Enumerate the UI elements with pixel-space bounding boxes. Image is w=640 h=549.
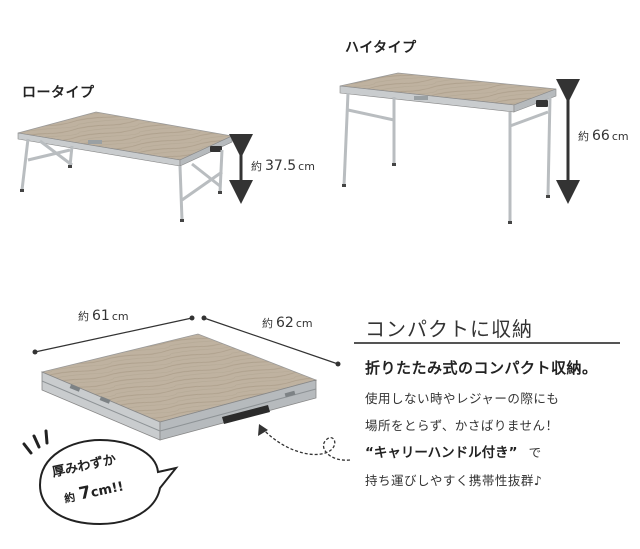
low-height-unit: cm: [298, 160, 315, 173]
carry-handle-highlight: “キャリーハンドル付き”: [365, 445, 518, 461]
high-table-illustration: [339, 72, 557, 224]
section-title-underline: [354, 342, 620, 344]
compact-line3: “キャリーハンドル付き” で: [365, 441, 542, 461]
high-height-prefix: 約: [578, 130, 589, 143]
low-height-value: 37.5: [265, 158, 297, 174]
high-type-label: ハイタイプ: [345, 40, 417, 56]
compact-line2: 場所をとらず、かさばりません！: [365, 418, 559, 433]
folded-table-illustration: [32, 315, 341, 441]
folded-depth-unit: cm: [295, 317, 313, 330]
folded-width-prefix: 約: [78, 310, 89, 323]
folded-width-unit: cm: [111, 310, 129, 323]
folded-depth-prefix: 約: [262, 317, 273, 330]
compact-headline: 折りたたみ式のコンパクト収納。: [365, 359, 598, 377]
compact-section-title: コンパクトに収納: [365, 317, 533, 341]
low-type-label: ロータイプ: [22, 85, 95, 101]
compact-line4: 持ち運びしやすく携帯性抜群♪: [365, 473, 543, 488]
low-height-prefix: 約: [251, 160, 262, 173]
folded-width-value: 61: [92, 308, 110, 324]
thickness-bubble: [38, 438, 179, 526]
bubble-prefix: 約: [63, 490, 77, 506]
low-table-illustration: [17, 111, 234, 222]
sparkle-lines: [22, 429, 49, 455]
high-height-unit: cm: [611, 130, 629, 143]
compact-line1: 使用しない時やレジャーの際にも: [365, 391, 560, 406]
folded-depth-value: 62: [276, 315, 294, 331]
high-height-value: 66: [592, 128, 610, 144]
compact-line3-rest: で: [528, 445, 542, 460]
handle-pointer-arrow: [258, 424, 351, 461]
